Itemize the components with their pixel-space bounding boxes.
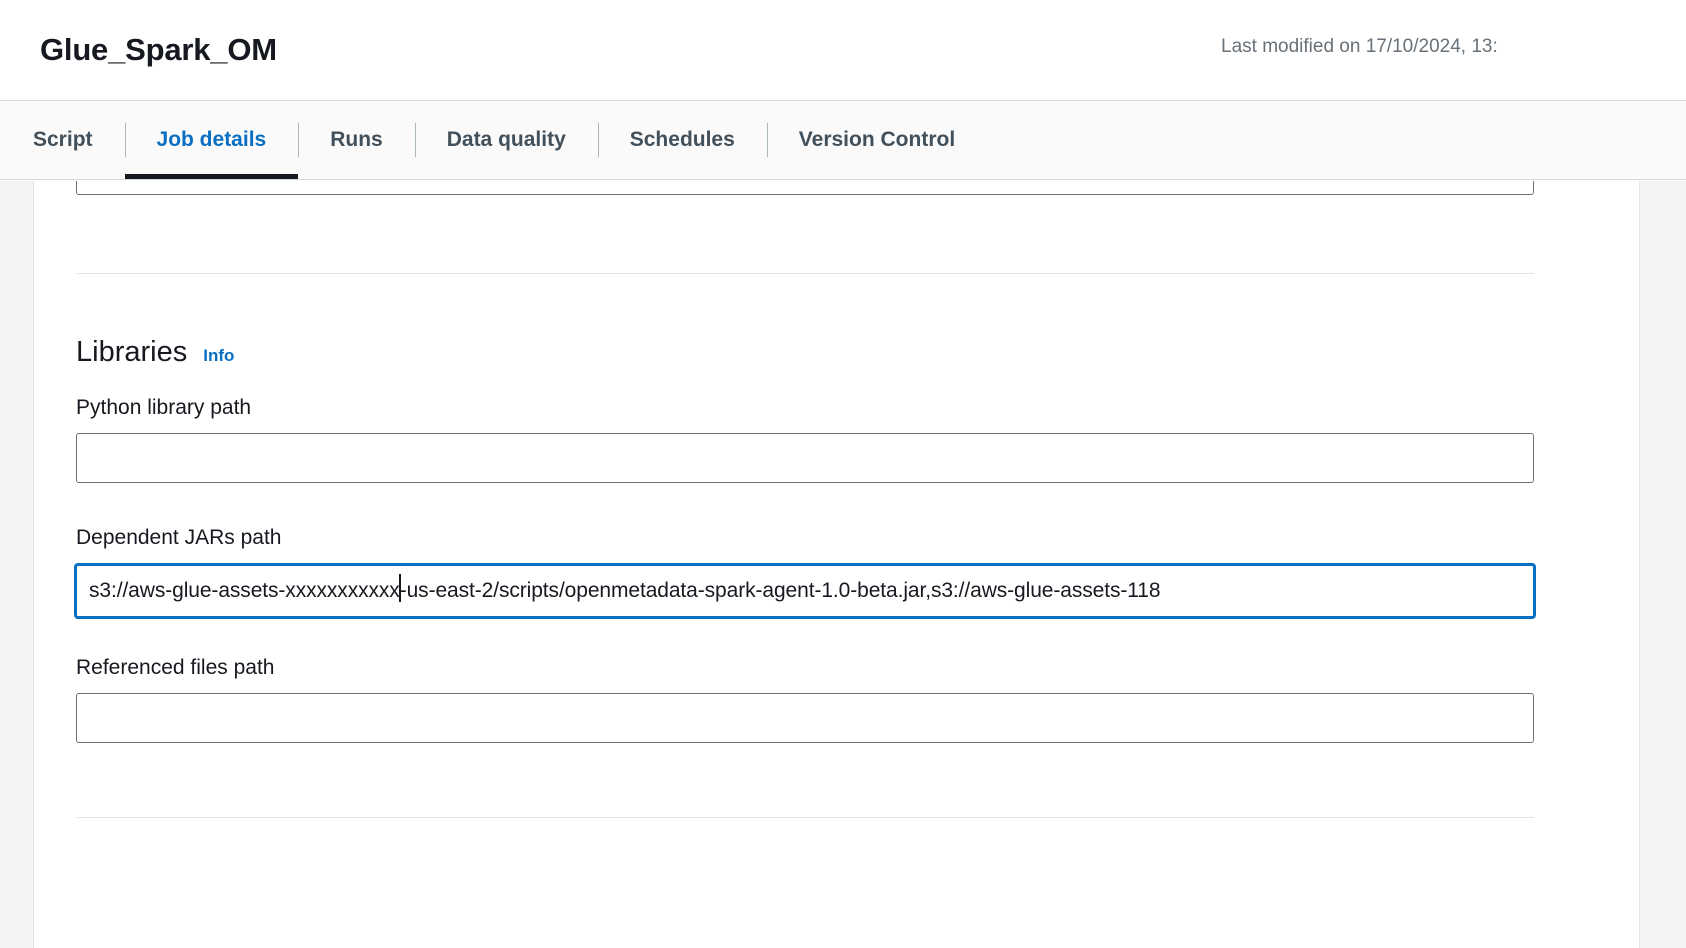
clipped-input-above[interactable] [76, 181, 1534, 195]
text-cursor [398, 574, 401, 602]
tab-job-details[interactable]: Job details [124, 101, 299, 179]
job-details-card: Libraries Info Python library path Depen… [33, 181, 1640, 948]
page-body: Libraries Info Python library path Depen… [0, 181, 1686, 948]
right-gutter [1641, 181, 1686, 948]
libraries-title: Libraries [76, 336, 188, 368]
referenced-files-path-input[interactable] [76, 693, 1534, 743]
section-divider-bottom [76, 817, 1534, 818]
python-library-path-label: Python library path [76, 396, 252, 419]
dependent-jars-path-label: Dependent JARs path [76, 526, 282, 549]
section-divider-top [76, 273, 1534, 274]
libraries-info-link[interactable]: Info [203, 346, 235, 365]
dependent-jars-value-after-caret: -us-east-2/scripts/openmetadata-spark-ag… [399, 579, 1161, 602]
page-header: Glue_Spark_OM Last modified on 17/10/202… [0, 0, 1686, 101]
python-library-path-input[interactable] [76, 433, 1534, 483]
tab-version-control[interactable]: Version Control [766, 101, 987, 179]
dependent-jars-value-before-caret: s3://aws-glue-assets-xxxxxxxxxxx [89, 579, 400, 602]
tab-runs[interactable]: Runs [298, 101, 415, 179]
referenced-files-path-label: Referenced files path [76, 656, 275, 679]
left-gutter [0, 181, 33, 948]
page-title: Glue_Spark_OM [40, 32, 277, 67]
last-modified-text: Last modified on 17/10/2024, 13: [1221, 36, 1498, 57]
tab-data-quality[interactable]: Data quality [414, 101, 598, 179]
tab-bar: Script Job details Runs Data quality Sch… [0, 101, 1686, 180]
tab-script[interactable]: Script [33, 128, 93, 151]
libraries-section-header: Libraries Info [76, 336, 234, 369]
tab-schedules[interactable]: Schedules [597, 101, 767, 179]
dependent-jars-path-input[interactable]: s3://aws-glue-assets-xxxxxxxxxxx-us-east… [74, 563, 1536, 619]
